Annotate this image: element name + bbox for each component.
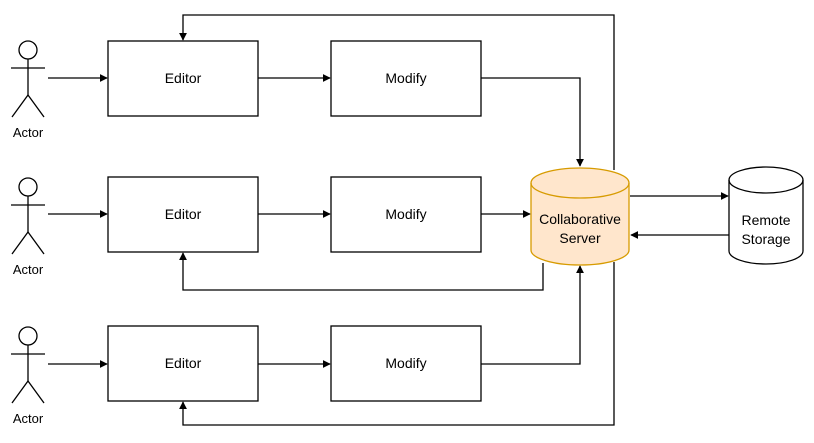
edge-server-editor3 — [179, 262, 615, 426]
storage-label-line1: Remote — [741, 212, 790, 228]
server-label-line1: Collaborative — [539, 211, 621, 227]
editor-box-2-label: Editor — [165, 206, 202, 222]
edge-modify3-server — [481, 265, 584, 365]
editor-box-1: Editor — [107, 40, 259, 117]
actor-3: Actor — [11, 326, 45, 426]
actor-3-label: Actor — [13, 411, 44, 426]
remote-storage: Remote Storage — [728, 166, 804, 265]
modify-box-2: Modify — [330, 176, 482, 253]
editor-box-3-label: Editor — [165, 355, 202, 371]
modify-box-3: Modify — [330, 325, 482, 402]
actor-1-label: Actor — [13, 125, 44, 140]
actor-2-label: Actor — [13, 262, 44, 277]
server-label-line2: Server — [559, 230, 601, 246]
modify-box-1-label: Modify — [385, 70, 426, 86]
collaborative-server: Collaborative Server — [530, 167, 630, 266]
actor-2: Actor — [11, 177, 45, 277]
editor-box-2: Editor — [107, 176, 259, 253]
editor-box-3: Editor — [107, 325, 259, 402]
edge-server-editor2 — [179, 252, 544, 291]
editor-box-1-label: Editor — [165, 70, 202, 86]
server-rim — [530, 182, 630, 199]
server-body — [530, 167, 630, 266]
modify-box-1: Modify — [330, 40, 482, 117]
edge-server-editor1 — [179, 14, 615, 170]
modify-box-3-label: Modify — [385, 355, 426, 371]
actor-1: Actor — [11, 40, 45, 140]
edge-modify1-server — [481, 77, 584, 167]
modify-box-2-label: Modify — [385, 206, 426, 222]
storage-label-line2: Storage — [741, 231, 790, 247]
storage-rim — [728, 179, 804, 194]
